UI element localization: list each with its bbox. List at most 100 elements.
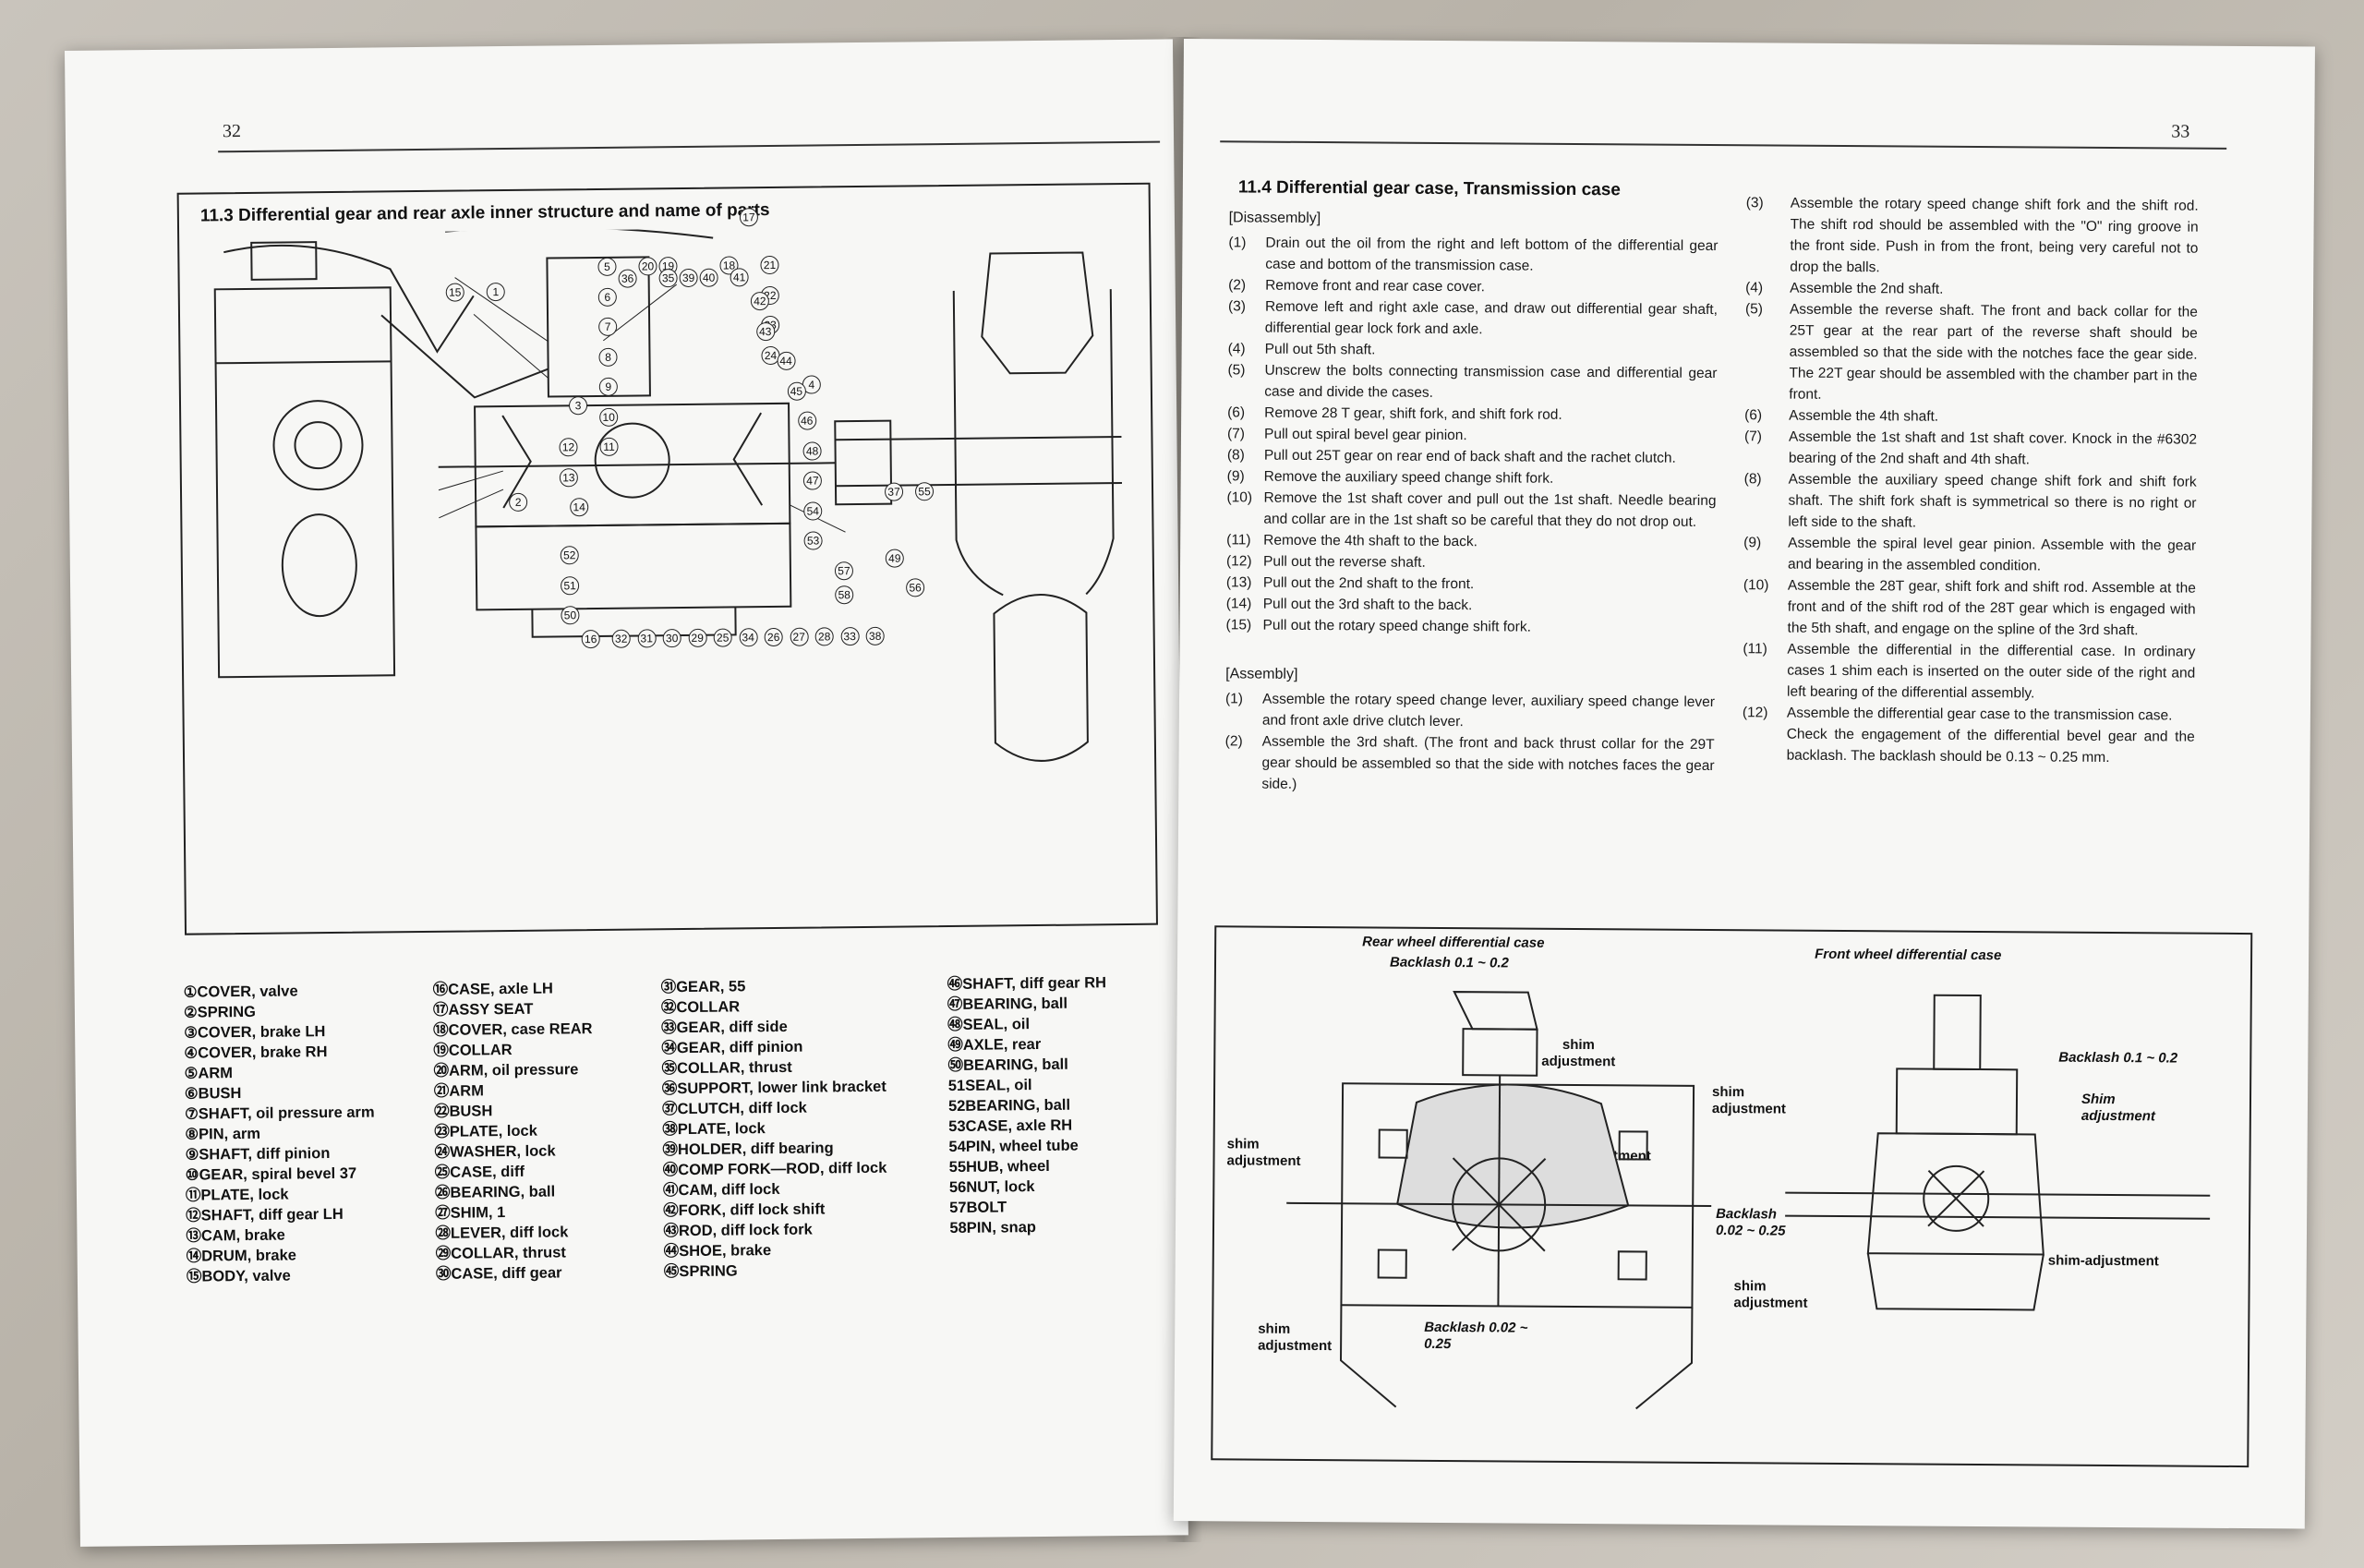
- step-number: (5): [1227, 362, 1246, 379]
- drain-plug-ellipse: [281, 513, 357, 618]
- step-number: (6): [1227, 404, 1246, 421]
- rear-pinion: [1453, 991, 1538, 1031]
- step-text: Assemble the differential in the differe…: [1787, 641, 2196, 702]
- housing-outline: [213, 286, 396, 679]
- step-text: Remove the 4th shaft to the back.: [1263, 532, 1478, 550]
- part-item: ㉗SHIM, 1: [435, 1204, 506, 1222]
- callout-number: 15: [445, 283, 464, 302]
- step-text: Pull out 25T gear on rear end of back sh…: [1263, 447, 1676, 466]
- step-number: (3): [1227, 298, 1246, 315]
- differential-rear-axle-diagram: [213, 226, 1122, 762]
- step-text: Remove front and rear case cover.: [1265, 277, 1485, 296]
- callout-number: 26: [764, 627, 783, 647]
- step-number: (4): [1227, 341, 1246, 357]
- left-page: 32 11.3 Differential gear and rear axle …: [65, 39, 1188, 1547]
- part-item: ⑥BUSH: [184, 1085, 242, 1103]
- callout-number: 44: [776, 351, 796, 370]
- callout-number: 8: [598, 347, 618, 367]
- callout-number: 7: [598, 317, 618, 336]
- part-item: ㉓PLATE, lock: [434, 1122, 537, 1140]
- callout-number: 45: [787, 381, 806, 401]
- part-item: ⑫SHAFT, diff gear LH: [186, 1205, 344, 1224]
- callout-number: 36: [618, 269, 637, 288]
- axle-shaft: [438, 462, 836, 468]
- step-item: (3)Assemble the rotary speed change shif…: [1745, 192, 2199, 280]
- callout-number: 28: [814, 627, 834, 646]
- section-title-11-4: 11.4 Differential gear case, Transmissio…: [1237, 177, 1621, 200]
- callout-number: 37: [884, 482, 904, 501]
- callout-number: 2: [509, 492, 528, 512]
- step-number: (7): [1226, 426, 1246, 442]
- part-item: ⑦SHAFT, oil pressure arm: [184, 1104, 375, 1123]
- upper-case: [546, 256, 651, 398]
- part-item: ②SPRING: [183, 1003, 257, 1021]
- step-item: (6)Assemble the 4th shaft.: [1744, 404, 2197, 428]
- callout-number: 38: [865, 626, 885, 645]
- part-item: ④COVER, brake RH: [184, 1043, 328, 1062]
- step-text: Remove 28 T gear, shift fork, and shift …: [1264, 404, 1562, 423]
- callout-number: 52: [560, 546, 579, 565]
- part-item: ㊾AXLE, rear: [947, 1035, 1042, 1055]
- step-text: Assemble the reverse shaft. The front an…: [1789, 301, 2199, 403]
- bearing-circle-upper: [272, 400, 364, 491]
- part-item: ㊵COMP FORK—ROD, diff lock: [662, 1159, 887, 1179]
- part-item: ㉝GEAR, diff side: [661, 1018, 788, 1037]
- step-number: (1): [1224, 691, 1244, 707]
- part-item: ⑤ARM: [184, 1065, 234, 1082]
- part-item: 56NUT, lock: [948, 1178, 1035, 1197]
- callout-number: 16: [581, 629, 600, 649]
- callout-number: 27: [790, 627, 809, 646]
- callout-number: 10: [599, 407, 619, 427]
- step-text: Assemble the 3rd shaft. (The front and b…: [1261, 733, 1715, 792]
- part-item: ㉘LEVER, diff lock: [435, 1224, 569, 1242]
- part-item: ㊱SUPPORT, lower link bracket: [661, 1078, 886, 1098]
- step-number: (5): [1744, 301, 1763, 318]
- part-item: 53CASE, axle RH: [948, 1116, 1073, 1136]
- callout-number: 58: [835, 585, 854, 604]
- callout-number: 17: [739, 208, 759, 227]
- step-number: (4): [1745, 280, 1764, 296]
- callout-number: 46: [797, 411, 816, 430]
- part-item: ⑲COLLAR: [433, 1041, 513, 1059]
- part-item: ㊿BEARING, ball: [947, 1055, 1068, 1075]
- part-item: ㊹SHOE, brake: [663, 1242, 772, 1260]
- part-item: ㊲CLUTCH, diff lock: [661, 1099, 807, 1118]
- step-number: (15): [1225, 617, 1252, 633]
- part-item: ㊷FORK, diff lock shift: [663, 1200, 826, 1220]
- callout-number: 9: [598, 377, 618, 396]
- step-number: (9): [1743, 535, 1762, 551]
- rear-backlash-top: Backlash 0.1 ~ 0.2: [1389, 954, 1509, 971]
- part-item: ㉑ARM: [433, 1082, 484, 1100]
- part-item: ㉟COLLAR, thrust: [661, 1058, 792, 1078]
- callout-number: 43: [755, 321, 775, 341]
- step-text: Remove the auxiliary speed change shift …: [1263, 468, 1554, 487]
- step-item: (15)Pull out the rotary speed change shi…: [1225, 614, 1715, 639]
- part-item: ㉜COLLAR: [660, 998, 741, 1017]
- step-item: (5) Assemble the reverse shaft. The front…: [1744, 298, 2198, 407]
- callout-number: 41: [730, 268, 749, 287]
- callout-number: 5: [597, 257, 617, 276]
- step-item: (11)Assemble the differential in the dif…: [1743, 638, 2195, 705]
- step-text: Assemble the 1st shaft and 1st shaft cov…: [1788, 428, 2198, 468]
- part-item: ⑱COVER, case REAR: [433, 1020, 593, 1039]
- callout-number: 25: [713, 628, 732, 647]
- parts-list-column-2: ⑯CASE, axle LH ⑰ASSY SEAT ⑱COVER, case R…: [433, 978, 596, 1285]
- parts-list-column-3: ㉛GEAR, 55 ㉜COLLAR ㉝GEAR, diff side ㉞GEAR…: [661, 975, 888, 1283]
- part-item: ㊽SEAL, oil: [947, 1016, 1031, 1034]
- part-item: ⑮BODY, valve: [186, 1267, 291, 1285]
- part-item: 54PIN, wheel tube: [948, 1137, 1079, 1156]
- callout-number: 12: [559, 438, 578, 457]
- part-item: ㉚CASE, diff gear: [435, 1264, 562, 1283]
- rear-wheel-caption: Rear wheel differential case: [1362, 934, 1545, 951]
- step-number: (10): [1743, 577, 1769, 594]
- step-item: (9)Assemble the spiral level gear pinion…: [1743, 532, 2196, 577]
- header-rule-right: [1220, 140, 2227, 150]
- step-text: Pull out the 2nd shaft to the front.: [1262, 574, 1475, 593]
- step-number: (8): [1743, 471, 1762, 488]
- step-text: Pull out the 3rd shaft to the back.: [1262, 596, 1473, 614]
- callout-number: 40: [699, 268, 718, 287]
- step-item: (8)Assemble the auxiliary speed change s…: [1743, 468, 2197, 535]
- part-item: ③COVER, brake LH: [184, 1023, 326, 1042]
- step-text: Assemble the 4th shaft.: [1789, 407, 1939, 425]
- step-text: Assemble the rotary speed change lever, …: [1261, 691, 1716, 730]
